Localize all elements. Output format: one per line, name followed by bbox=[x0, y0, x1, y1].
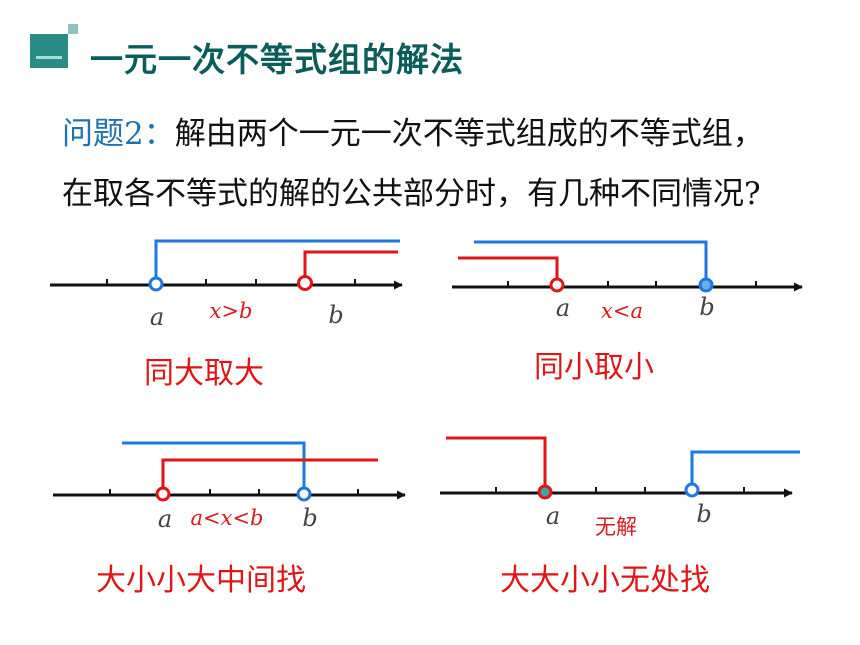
relation-label: x<a bbox=[601, 299, 643, 323]
solution-ray-blue bbox=[474, 240, 708, 280]
point-b-label: b bbox=[696, 500, 711, 528]
panel-between: a b a<x<b bbox=[53, 441, 406, 533]
solution-ray-blue bbox=[690, 450, 800, 486]
question-mark: ? bbox=[744, 176, 761, 212]
solution-ray-red bbox=[303, 250, 398, 280]
panel-same-small: a b x<a bbox=[452, 240, 803, 323]
solution-ray-red bbox=[161, 458, 378, 490]
rule-same-small: 同小取小 bbox=[534, 350, 654, 385]
page-title: 一元一次不等式组的解法 bbox=[90, 40, 464, 79]
point-b-open bbox=[296, 486, 312, 502]
point-a-label: a bbox=[158, 505, 172, 533]
rule-between: 大小小大中间找 bbox=[96, 563, 306, 598]
question-line-2: 在取各不等式的解的公共部分时，有几种不同情况? bbox=[62, 168, 761, 213]
point-b-open bbox=[684, 482, 700, 498]
question-line-1: 问题2：解由两个一元一次不等式组成的不等式组， bbox=[62, 108, 764, 153]
point-a-label: a bbox=[546, 502, 560, 530]
point-b-label: b bbox=[328, 301, 343, 329]
rule-same-large: 同大取大 bbox=[144, 356, 264, 391]
question-text-1: 解由两个一元一次不等式组成的不等式组， bbox=[174, 116, 764, 152]
point-a-open bbox=[549, 277, 565, 293]
point-b-label: b bbox=[699, 293, 714, 321]
point-a-open bbox=[155, 486, 171, 502]
point-b-label: b bbox=[302, 504, 317, 532]
solution-ray-blue bbox=[154, 239, 400, 280]
no-solution-label: 无解 bbox=[595, 515, 637, 539]
point-b-open bbox=[297, 275, 313, 291]
question-text-2: 在取各不等式的解的公共部分时，有几种不同情况 bbox=[62, 176, 744, 212]
solution-ray-blue bbox=[122, 441, 306, 490]
rule-no-solution: 大大小小无处找 bbox=[500, 563, 710, 598]
point-b-filled bbox=[698, 277, 714, 293]
solution-ray-red bbox=[446, 436, 547, 488]
relation-label: x>b bbox=[210, 299, 253, 323]
relation-label: a<x<b bbox=[191, 506, 264, 530]
point-a-label: a bbox=[556, 294, 570, 322]
solution-ray-red bbox=[458, 256, 559, 281]
point-a-label: a bbox=[150, 303, 164, 331]
question-label: 问题2： bbox=[62, 116, 175, 152]
point-a-filled bbox=[537, 484, 553, 500]
panel-no-solution: a b 无解 bbox=[440, 436, 800, 539]
title-icon bbox=[30, 24, 78, 68]
panel-same-large: a b x>b bbox=[50, 239, 403, 331]
point-a-open bbox=[148, 276, 164, 292]
